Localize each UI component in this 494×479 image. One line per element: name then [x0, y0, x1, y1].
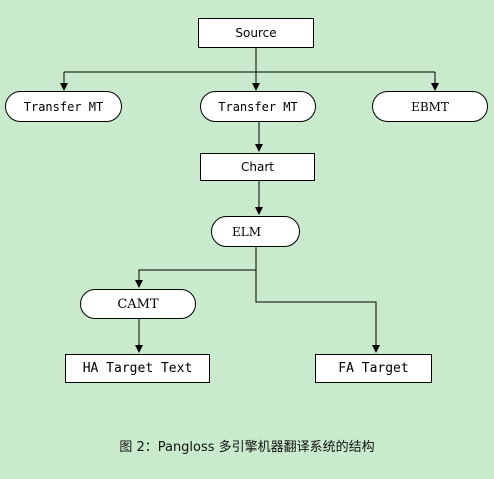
node-fa-target: FA Target [315, 354, 432, 383]
node-transfer-mt-left: Transfer MT [5, 91, 122, 122]
edge-elm-to-fa-target [255, 246, 380, 353]
node-chart: Chart [200, 153, 315, 181]
node-elm: ELM [211, 216, 300, 247]
figure-caption: 图 2：Pangloss 多引擎机器翻译系统的结构 [119, 440, 375, 455]
node-source: Source [198, 18, 314, 48]
edge-elm-to-camt [135, 246, 257, 288]
node-ebmt: EBMT [372, 91, 488, 122]
node-transfer-mt-center: Transfer MT [200, 91, 316, 122]
node-ha-target-text: HA Target Text [65, 354, 210, 383]
node-camt: CAMT [80, 289, 196, 319]
